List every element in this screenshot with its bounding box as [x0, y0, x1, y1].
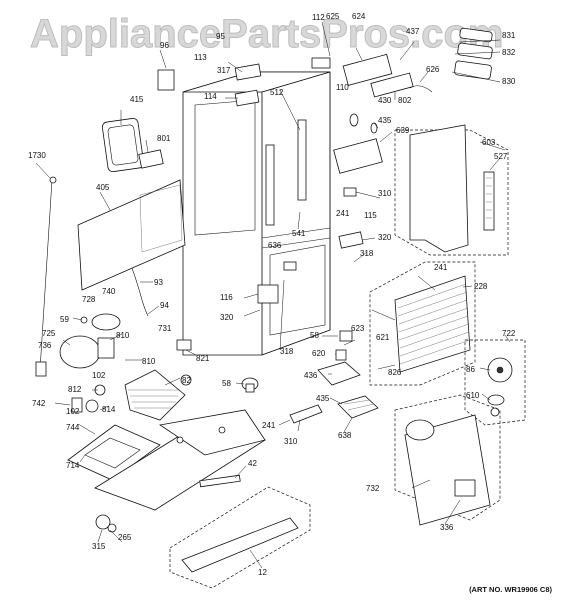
cabinet — [182, 71, 331, 356]
part-label: 731 — [158, 324, 172, 333]
base-pan — [94, 409, 266, 533]
part-label: 512 — [270, 88, 284, 97]
part-label: 228 — [474, 282, 488, 291]
part-label: 315 — [92, 542, 106, 551]
part-label: 320 — [378, 233, 392, 242]
part-label: 728 — [82, 295, 96, 304]
part-label: 318 — [280, 347, 294, 356]
part-label: 320 — [220, 313, 234, 322]
part-label: 82 — [182, 376, 191, 385]
part-label: 435 — [378, 116, 392, 125]
part-label: 732 — [366, 484, 380, 493]
part-label: 42 — [248, 459, 257, 468]
part-label: 1730 — [28, 151, 46, 160]
evaporator — [369, 261, 476, 386]
part-label: 620 — [312, 349, 326, 358]
part-label: 639 — [396, 126, 410, 135]
part-label: 623 — [351, 324, 365, 333]
part-label: 812 — [68, 385, 82, 394]
grille-12 — [169, 486, 311, 589]
art-number: (ART NO. WR19906 C8) — [469, 585, 552, 594]
part-label: 58 — [310, 331, 319, 340]
part-label: 740 — [102, 287, 116, 296]
part-label: 722 — [502, 329, 516, 338]
part-label: 725 — [42, 329, 56, 338]
part-label: 814 — [102, 405, 116, 414]
left-parts — [35, 117, 192, 481]
condenser-coil — [124, 369, 186, 421]
part-label: 112 — [312, 13, 325, 22]
part-label: 831 — [502, 31, 516, 40]
part-label: 265 — [118, 533, 132, 542]
part-label: 610 — [466, 391, 480, 400]
part-label: 744 — [66, 423, 80, 432]
part-label: 96 — [160, 41, 169, 50]
part-label: 113 — [194, 53, 207, 62]
center-parts — [241, 113, 383, 424]
part-label: 102 — [66, 407, 80, 416]
part-label: 821 — [196, 354, 210, 363]
part-label: 317 — [217, 66, 231, 75]
part-label: 603 — [482, 138, 496, 147]
part-label: 830 — [502, 77, 516, 86]
part-label: 437 — [406, 27, 420, 36]
part-label: 541 — [292, 229, 306, 238]
part-label: 318 — [360, 249, 374, 258]
part-label: 802 — [398, 96, 412, 105]
leader-lines — [35, 21, 511, 569]
part-label: 115 — [364, 211, 377, 220]
part-label: 336 — [440, 523, 454, 532]
part-label: 801 — [157, 134, 171, 143]
part-label: 810 — [116, 331, 130, 340]
part-label: 241 — [262, 421, 276, 430]
part-label: 95 — [216, 32, 225, 41]
part-label: 624 — [352, 12, 366, 21]
part-label: 110 — [336, 83, 349, 92]
part-label: 625 — [326, 12, 340, 21]
part-label: 714 — [66, 461, 80, 470]
part-label: 241 — [336, 209, 350, 218]
part-label: 638 — [338, 431, 352, 440]
part-label: 59 — [60, 315, 69, 324]
part-label: 93 — [154, 278, 163, 287]
part-label: 736 — [38, 341, 52, 350]
part-labels: 112 625 624 437 831 96 95 113 317 832 43… — [28, 12, 516, 577]
part-label: 826 — [388, 368, 402, 377]
part-label: 114 — [204, 92, 217, 101]
part-label: 435 — [316, 394, 330, 403]
part-label: 626 — [426, 65, 440, 74]
part-label: 430 — [378, 96, 392, 105]
part-label: 102 — [92, 371, 106, 380]
part-label: 310 — [284, 437, 298, 446]
part-label: 810 — [142, 357, 156, 366]
part-label: 310 — [378, 189, 392, 198]
part-label: 415 — [130, 95, 144, 104]
evap-cover — [394, 394, 501, 526]
part-label: 636 — [268, 241, 282, 250]
part-label: 527 — [494, 152, 508, 161]
part-label: 436 — [304, 371, 318, 380]
part-label: 58 — [222, 379, 231, 388]
part-label: 621 — [376, 333, 390, 342]
part-label: 832 — [502, 48, 516, 57]
part-label: 742 — [32, 399, 46, 408]
fan-assembly — [464, 339, 526, 426]
part-label: 116 — [220, 293, 233, 302]
duct-assembly — [394, 124, 509, 256]
part-label: 405 — [96, 183, 110, 192]
part-label: 94 — [160, 301, 169, 310]
part-label: 86 — [466, 365, 475, 374]
part-label: 241 — [434, 263, 448, 272]
part-label: 12 — [258, 568, 267, 577]
